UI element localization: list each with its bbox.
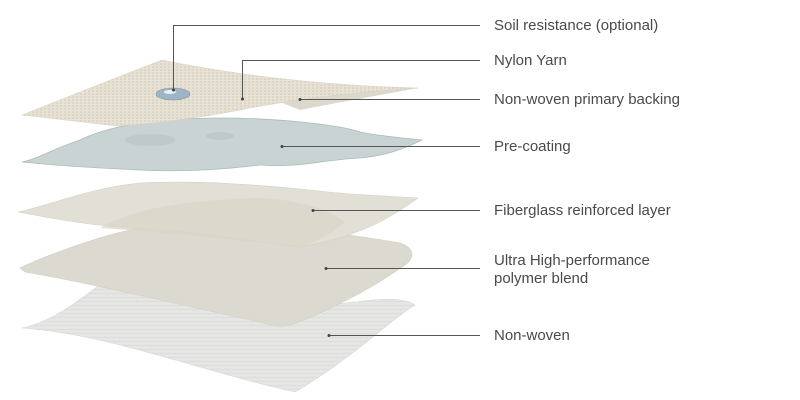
pre-coating-layer <box>21 117 424 172</box>
label-polymer-line1: Ultra High-performance <box>494 252 650 269</box>
label-soil-resistance: Soil resistance (optional) <box>494 17 659 34</box>
nylon-yarn-layer <box>21 59 419 127</box>
label-nylon-yarn: Nylon Yarn <box>494 52 567 69</box>
label-primary-backing: Non-woven primary backing <box>494 91 680 108</box>
label-polymer-line2: polymer blend <box>494 270 589 287</box>
label-non-woven: Non-woven <box>494 327 570 344</box>
label-fiberglass: Fiberglass reinforced layer <box>494 202 671 219</box>
label-pre-coating: Pre-coating <box>494 138 571 155</box>
leader-lines <box>173 25 480 336</box>
